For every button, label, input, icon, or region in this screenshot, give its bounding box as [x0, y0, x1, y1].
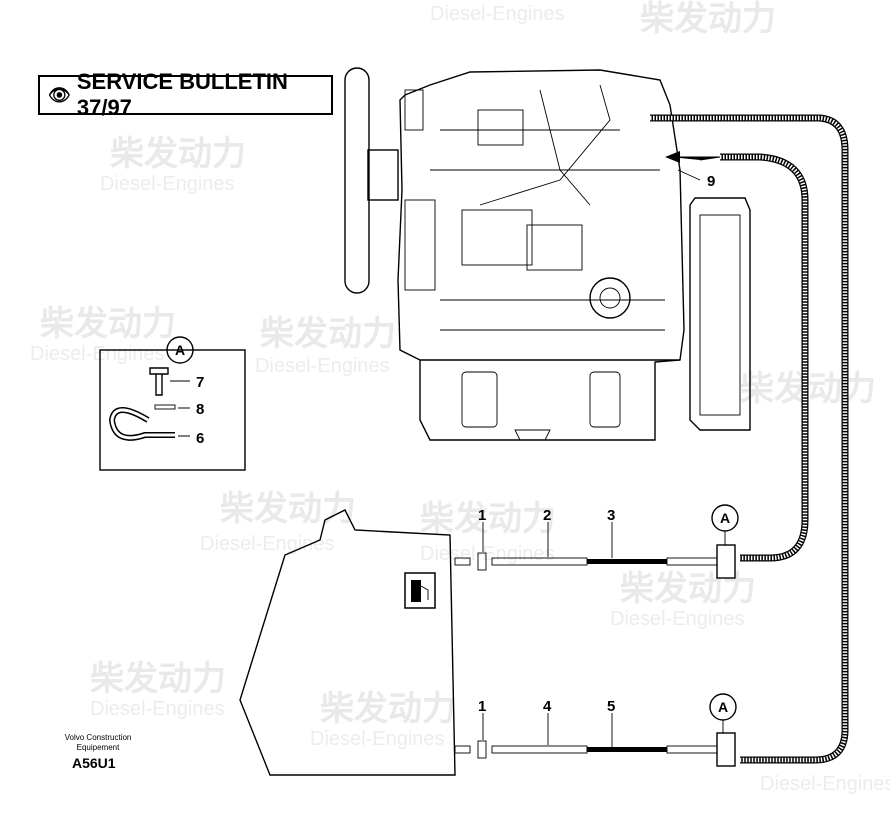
svg-text:柴发动力: 柴发动力: [420, 499, 556, 539]
eye-icon: 👁: [48, 84, 71, 105]
svg-text:柴发动力: 柴发动力: [620, 569, 756, 609]
bulletin-text: SERVICE BULLETIN 37/97: [76, 69, 288, 120]
callout-6: 6: [196, 430, 204, 447]
svg-text:Diesel-Engines: Diesel-Engines: [200, 533, 335, 555]
callout-1-lower: 1: [478, 698, 486, 715]
drawing-code: A56U1: [72, 755, 116, 771]
detail-ref-a-lower: A: [718, 699, 728, 715]
callout-5: 5: [607, 698, 615, 715]
svg-text:Diesel-Engines: Diesel-Engines: [430, 3, 565, 25]
svg-text:柴发动力: 柴发动力: [90, 659, 226, 699]
svg-text:柴发动力: 柴发动力: [40, 304, 176, 344]
callout-1-upper: 1: [478, 507, 486, 524]
svg-text:柴发动力: 柴发动力: [220, 489, 356, 529]
svg-text:Diesel-Engines: Diesel-Engines: [420, 543, 555, 565]
svg-text:柴发动力: 柴发动力: [260, 314, 396, 354]
svg-text:Diesel-Engines: Diesel-Engines: [610, 608, 745, 630]
callout-7: 7: [196, 374, 204, 391]
fuel-tank: [239, 509, 456, 776]
svg-text:Diesel-Engines: Diesel-Engines: [255, 355, 390, 377]
callout-4: 4: [543, 698, 552, 715]
svg-text:Diesel-Engines: Diesel-Engines: [30, 343, 165, 365]
detail-a-box: A 7 8 6: [99, 336, 246, 471]
callout-8: 8: [196, 401, 204, 418]
svg-text:Diesel-Engines: Diesel-Engines: [100, 173, 235, 195]
svg-text:Diesel-Engines: Diesel-Engines: [310, 728, 445, 750]
service-bulletin-banner: 👁 SERVICE BULLETIN 37/97: [38, 69, 333, 120]
svg-text:Diesel-Engines: Diesel-Engines: [90, 698, 225, 720]
detail-label: A: [175, 342, 185, 358]
callouts: 9 1 2 3 A 1 4 5 A: [478, 169, 739, 748]
engine-drawing: [344, 67, 751, 441]
company-name: Volvo Construction Equipement: [58, 733, 138, 753]
svg-text:柴发动力: 柴发动力: [110, 134, 246, 174]
svg-text:柴发动力: 柴发动力: [640, 0, 776, 39]
svg-text:Diesel-Engines: Diesel-Engines: [760, 773, 890, 795]
callout-3: 3: [607, 507, 615, 524]
company-line-1: Volvo Construction: [64, 733, 132, 742]
callout-2: 2: [543, 507, 551, 524]
company-line-2: Equipement: [76, 743, 120, 752]
detail-ref-a-upper: A: [720, 510, 730, 526]
callout-9: 9: [707, 173, 715, 190]
svg-text:柴发动力: 柴发动力: [320, 689, 456, 729]
fuel-hoses: [454, 114, 849, 767]
